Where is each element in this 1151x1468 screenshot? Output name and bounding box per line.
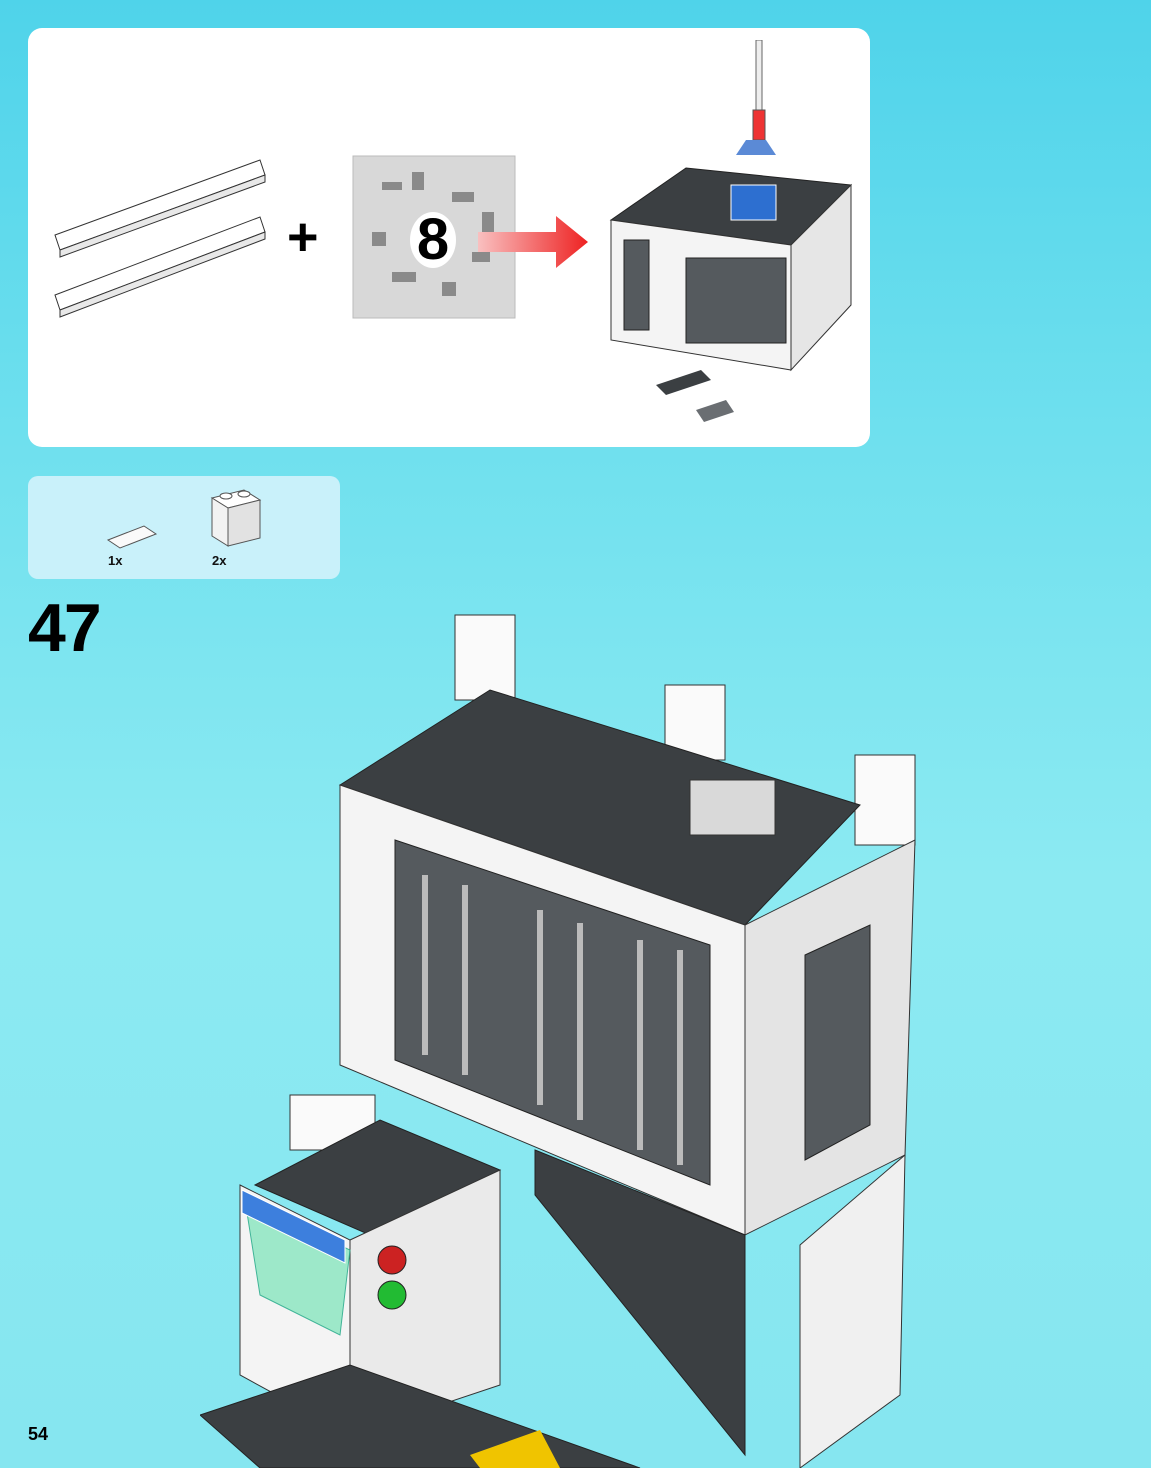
plus-sign: +	[287, 210, 319, 264]
part-quantity-brick: 2x	[212, 553, 226, 568]
page-number: 54	[28, 1424, 48, 1445]
bag-number: 8	[410, 212, 456, 268]
step-number: 47	[28, 594, 100, 662]
upper-floor-assembly-illustration	[606, 40, 856, 435]
part-quantity-tile: 1x	[108, 553, 122, 568]
tile-part-icon	[106, 522, 158, 552]
right-arrow-icon	[478, 214, 590, 270]
parts-list-panel	[28, 476, 340, 579]
brick-part-icon	[208, 486, 264, 548]
police-station-model-illustration	[200, 595, 930, 1468]
long-plates-illustration	[50, 155, 270, 320]
